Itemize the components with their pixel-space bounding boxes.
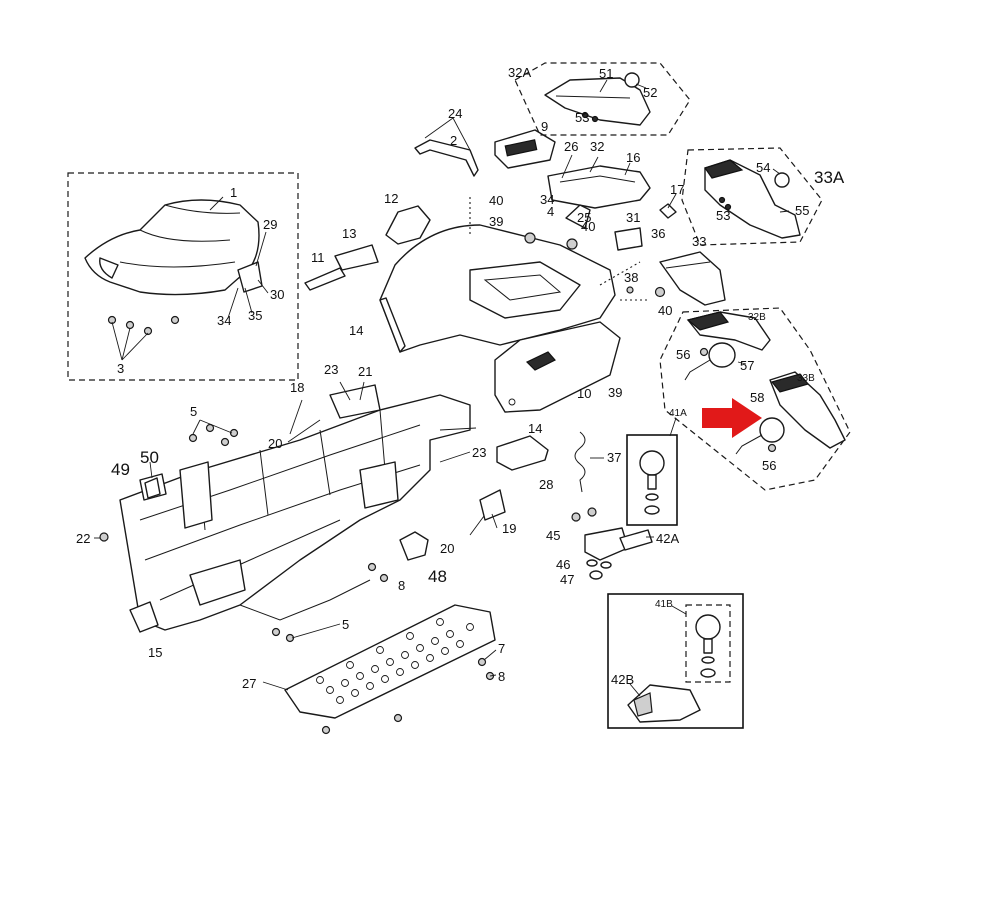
label-53a: 53 (575, 110, 589, 125)
label-45: 45 (546, 528, 560, 543)
label-56a: 56 (676, 347, 690, 362)
label-35: 35 (248, 308, 262, 323)
label-41B: 41B (655, 599, 673, 610)
label-14b: 14 (528, 421, 542, 436)
label-3: 3 (117, 361, 124, 376)
floor-plate (262, 604, 497, 735)
label-25: 25 (577, 210, 591, 225)
label-53b: 53 (716, 208, 730, 223)
label-47: 47 (560, 572, 574, 587)
label-36: 36 (651, 226, 665, 241)
callout-labels: 1 2 3 4 5 5 7 8 8 9 10 11 12 13 14 14 15… (76, 65, 845, 691)
small-parts-right (614, 193, 726, 306)
plate-13 (334, 244, 379, 271)
label-39a: 39 (489, 214, 503, 229)
label-56b: 56 (762, 458, 776, 473)
label-5a: 5 (190, 404, 197, 419)
frame-fasteners (188, 381, 506, 643)
label-34a: 34 (217, 313, 231, 328)
label-48: 48 (428, 567, 447, 586)
label-19: 19 (502, 521, 516, 536)
label-52: 52 (643, 85, 657, 100)
highlight-arrow (702, 398, 762, 438)
label-38: 38 (624, 270, 638, 285)
seat-group (67, 172, 299, 381)
label-37: 37 (607, 450, 621, 465)
label-24: 24 (448, 106, 462, 121)
label-21: 21 (358, 364, 372, 379)
label-8a: 8 (398, 578, 405, 593)
label-51: 51 (599, 66, 613, 81)
label-34b: 34 (540, 192, 554, 207)
top-middle-parts (304, 117, 556, 291)
label-28: 28 (539, 477, 553, 492)
label-20b: 20 (440, 541, 454, 556)
label-22: 22 (76, 531, 90, 546)
frame (94, 384, 471, 633)
label-20a: 20 (268, 436, 282, 451)
label-8b: 8 (498, 669, 505, 684)
label-4: 4 (547, 204, 554, 219)
label-18: 18 (290, 380, 304, 395)
label-30: 30 (270, 287, 284, 302)
label-29: 29 (263, 217, 277, 232)
label-31: 31 (626, 210, 640, 225)
label-40c: 40 (658, 303, 672, 318)
group-33A (681, 147, 823, 246)
label-14a: 14 (349, 323, 363, 338)
label-16: 16 (626, 150, 640, 165)
box-41A (626, 434, 678, 526)
battery-box-parts (144, 435, 549, 561)
label-32A: 32A (508, 65, 531, 80)
label-11: 11 (311, 250, 325, 265)
plate-holes (316, 618, 474, 704)
hitch-option-41B-42B (607, 593, 744, 729)
group-32A (514, 62, 691, 136)
label-46: 46 (556, 557, 570, 572)
label-15: 15 (148, 645, 162, 660)
rear-rack (547, 154, 651, 229)
label-50: 50 (140, 448, 159, 467)
label-13: 13 (342, 226, 356, 241)
label-33B: 33B (797, 373, 815, 384)
label-33: 33 (692, 234, 706, 249)
label-40b: 40 (581, 219, 595, 234)
strap-11 (304, 267, 346, 291)
label-9: 9 (541, 119, 548, 134)
label-32B: 32B (748, 312, 766, 323)
label-27: 27 (242, 676, 256, 691)
rack-bracket (414, 139, 479, 177)
group-32B-33B (659, 307, 851, 491)
label-58: 58 (750, 390, 764, 405)
label-42A: 42A (656, 531, 679, 546)
label-42B: 42B (611, 672, 634, 687)
label-40a: 40 (489, 193, 503, 208)
label-49: 49 (111, 460, 130, 479)
label-23a: 23 (324, 362, 338, 377)
label-1: 1 (230, 185, 237, 200)
label-10: 10 (577, 386, 591, 401)
label-41A: 41A (669, 408, 687, 419)
label-57: 57 (740, 358, 754, 373)
label-23b: 23 (472, 445, 486, 460)
label-12: 12 (384, 191, 398, 206)
label-32: 32 (590, 139, 604, 154)
rear-hitch-parts (571, 417, 678, 580)
bracket-12 (385, 205, 431, 245)
rear-fender (379, 197, 650, 413)
label-2: 2 (450, 133, 457, 148)
label-5b: 5 (342, 617, 349, 632)
seat (84, 199, 260, 296)
label-26: 26 (564, 139, 578, 154)
label-17: 17 (670, 182, 684, 197)
label-33A: 33A (814, 168, 845, 187)
label-54: 54 (756, 160, 770, 175)
label-39b: 39 (608, 385, 622, 400)
label-55: 55 (795, 203, 809, 218)
label-7: 7 (498, 641, 505, 656)
